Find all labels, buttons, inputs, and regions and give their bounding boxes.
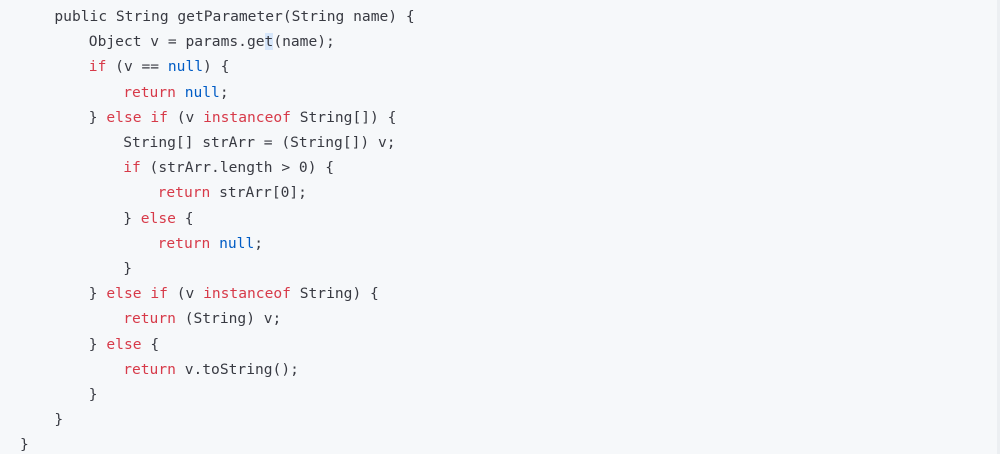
code-line: } <box>123 256 132 281</box>
code-line: } else { <box>123 206 193 231</box>
literal-token: null <box>184 83 220 101</box>
code-token: ; <box>219 83 229 101</box>
code-token: ; <box>254 234 264 252</box>
code-token <box>142 285 151 302</box>
code-token: } <box>123 209 141 227</box>
code-token <box>142 109 151 126</box>
code-token: (strArr.length > 0) { <box>140 159 335 177</box>
code-token: String) { <box>290 285 379 303</box>
keyword-token: else <box>106 335 142 353</box>
keyword-token: return <box>123 310 176 328</box>
code-token: { <box>175 209 194 227</box>
code-line: return null; <box>158 231 263 256</box>
keyword-token: return <box>157 234 211 252</box>
keyword-token: return <box>123 360 176 378</box>
keyword-token: if <box>150 108 168 126</box>
code-token: } <box>88 386 98 403</box>
code-token: } <box>54 411 64 429</box>
code-line: } else if (v instanceof String) { <box>89 281 379 306</box>
code-line: String[] strArr = (String[]) v; <box>123 130 395 155</box>
code-token: (v <box>167 108 204 126</box>
keyword-token: instanceof <box>203 285 291 303</box>
keyword-token: return <box>157 184 211 202</box>
code-token: String[]) { <box>290 108 397 126</box>
keyword-token: else <box>106 285 142 303</box>
code-token: } <box>123 260 132 277</box>
scrollbar-track[interactable] <box>997 0 1000 454</box>
code-token: { <box>141 335 160 353</box>
code-line: return null; <box>123 80 228 105</box>
code-line: } <box>89 382 98 407</box>
keyword-token: if <box>123 159 141 177</box>
keyword-token: else <box>140 209 176 227</box>
code-token: Object v = params.ge <box>88 33 265 51</box>
code-line: public String getParameter(String name) … <box>54 4 414 29</box>
code-token: (name); <box>273 33 335 51</box>
code-token: } <box>88 108 107 126</box>
keyword-token: instanceof <box>203 108 291 126</box>
keyword-token: return <box>123 83 176 101</box>
code-line: Object v = params.get(name); <box>89 29 335 54</box>
keyword-token: if <box>150 285 168 303</box>
code-token: (v == <box>106 58 168 76</box>
code-token: strArr[0]; <box>210 184 307 202</box>
code-token: (String) v; <box>175 310 282 328</box>
code-line: } else if (v instanceof String[]) { <box>89 105 397 130</box>
code-line: } else { <box>89 332 159 357</box>
code-token: ) { <box>203 58 230 76</box>
code-token: v.toString(); <box>175 360 299 378</box>
code-line: } <box>54 407 63 432</box>
code-token: } <box>88 335 107 353</box>
code-token: (v <box>167 285 204 303</box>
cursor-highlight-token: t <box>264 33 274 51</box>
code-token: public String getParameter(String name) … <box>54 8 415 25</box>
code-line: return (String) v; <box>123 306 281 331</box>
code-token: } <box>88 285 107 303</box>
code-token <box>176 84 185 101</box>
code-token: } <box>20 436 29 454</box>
keyword-token: else <box>106 108 142 126</box>
literal-token: null <box>219 234 255 252</box>
keyword-token: if <box>88 58 107 76</box>
code-line: if (strArr.length > 0) { <box>123 155 334 180</box>
code-line: return strArr[0]; <box>158 180 307 205</box>
code-line: return v.toString(); <box>123 357 299 382</box>
code-line: } <box>20 432 29 454</box>
code-token: String[] strArr = (String[]) v; <box>123 134 396 151</box>
code-token <box>210 235 219 252</box>
literal-token: null <box>167 58 204 76</box>
code-line: if (v == null) { <box>89 54 230 79</box>
